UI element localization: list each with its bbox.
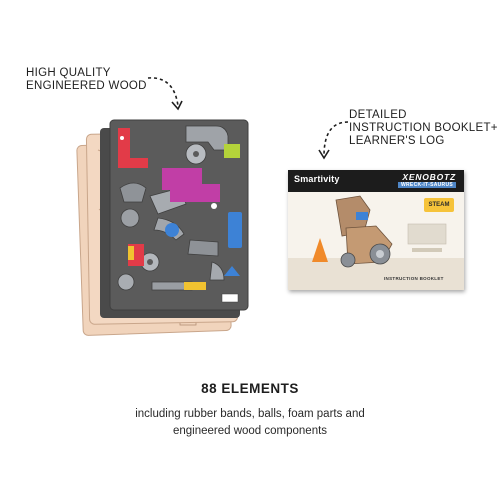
elements-count-title: 88 ELEMENTS: [201, 381, 299, 396]
booklet-callout-line-1: DETAILED: [349, 109, 407, 121]
instruction-booklet: Smartivity XENOBOTZ WRECK-IT-SAURUS STEA…: [288, 170, 464, 290]
wood-callout-line-1: HIGH QUALITY: [26, 67, 111, 79]
elements-description-line-1: including rubber bands, balls, foam part…: [135, 408, 365, 420]
wood-sheet: [76, 140, 232, 336]
booklet-footer: INSTRUCTION BOOKLET: [384, 276, 444, 281]
wood-callout: HIGH QUALITY ENGINEERED WOOD: [26, 67, 147, 93]
booklet-product-name: XENOBOTZ: [402, 172, 456, 182]
gray-sheet: [100, 128, 240, 318]
booklet-callout: DETAILED INSTRUCTION BOOKLET+ LEARNER'S …: [349, 109, 498, 148]
elements-description-line-2: engineered wood components: [172, 425, 328, 437]
robot-illustration: [288, 195, 464, 290]
booklet-callout-line-2: INSTRUCTION BOOKLET+: [349, 122, 498, 134]
booklet-product-subtitle: WRECK-IT-SAURUS: [398, 182, 456, 188]
gray-sheet-front: [109, 119, 249, 311]
curved-arrow-icon: [318, 121, 349, 160]
brand-logo: Smartivity: [294, 174, 340, 184]
wood-callout-line-2: ENGINEERED WOOD: [26, 80, 147, 92]
wood-sheet: [85, 131, 239, 325]
elements-description: including rubber bands, balls, foam part…: [0, 406, 500, 440]
booklet-callout-line-3: LEARNER'S LOG: [349, 135, 445, 147]
curved-arrow-icon: [147, 77, 183, 111]
steam-badge: STEAM: [424, 198, 454, 212]
